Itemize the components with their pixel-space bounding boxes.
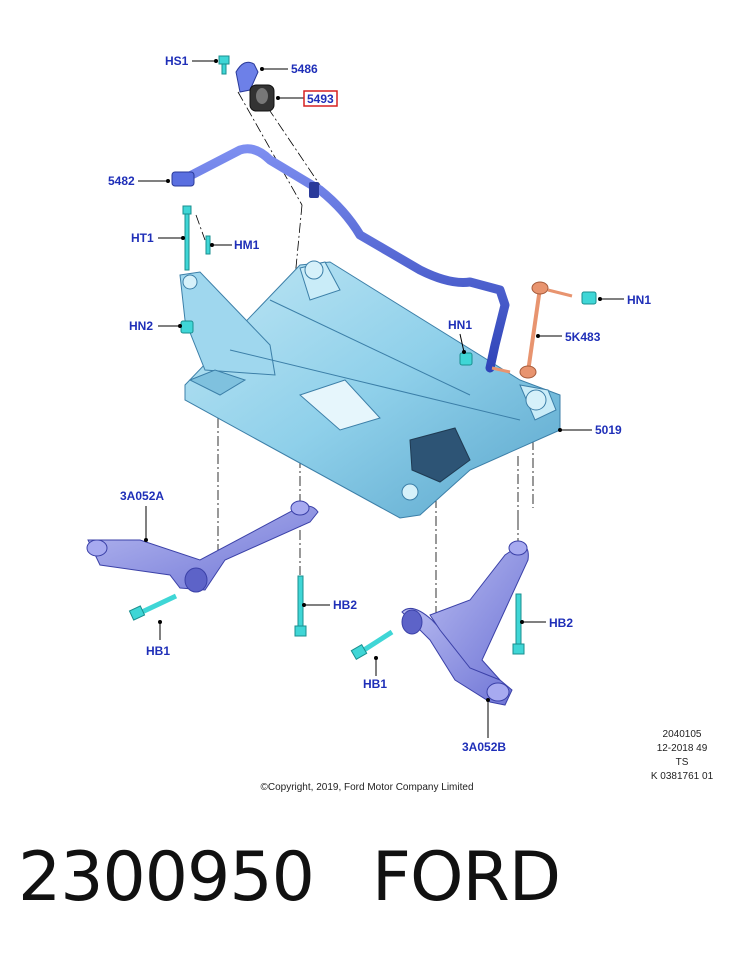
drawing-code: TS xyxy=(675,757,689,768)
stabilizer-bushing-bracket xyxy=(235,61,275,112)
drawing-id: 2040105 xyxy=(662,729,702,740)
nut-hn1-right xyxy=(581,291,597,305)
callout-5k483: 5K483 xyxy=(565,330,601,344)
subframe xyxy=(179,260,561,519)
callout-3a052b: 3A052B xyxy=(462,740,506,754)
drawing-date: 12-2018 49 xyxy=(656,743,708,754)
stabilizer-bar xyxy=(171,144,510,373)
copyright-text: ©Copyright, 2019, Ford Motor Company Lim… xyxy=(260,782,474,793)
bolt-hm1 xyxy=(205,235,211,255)
lower-control-arm-right xyxy=(401,540,529,706)
callout-5019: 5019 xyxy=(595,423,622,437)
nut-hn1-left xyxy=(459,352,473,366)
leader-lines xyxy=(138,59,624,738)
callout-5493: 5493 xyxy=(307,92,334,106)
part-number: 2300950 xyxy=(18,838,315,917)
lower-control-arm-left xyxy=(86,500,319,593)
nut-hn2 xyxy=(180,320,194,334)
footer-caption: 2300950 FORD xyxy=(18,838,561,917)
bolt-hb2-right xyxy=(512,593,525,655)
brand-name: FORD xyxy=(371,838,561,917)
callout-hm1: HM1 xyxy=(234,238,260,252)
bolt-hb1-right xyxy=(350,629,394,661)
drawing-number: K 0381761 01 xyxy=(650,771,714,782)
bolt-hb2-left xyxy=(294,575,307,637)
bolt-hb1-left xyxy=(128,593,178,621)
callout-3a052a: 3A052A xyxy=(120,489,164,503)
drawing-reference-block: 2040105 12-2018 49 TS K 0381761 01 xyxy=(642,728,722,784)
bolt-ht1 xyxy=(182,205,192,271)
callout-hs1: HS1 xyxy=(165,54,189,68)
fasteners xyxy=(128,55,597,661)
callout-5486: 5486 xyxy=(291,62,318,76)
callout-hn1-right: HN1 xyxy=(627,293,651,307)
bolt-hs1 xyxy=(218,55,230,75)
callout-5482: 5482 xyxy=(108,174,135,188)
callout-hb1-left: HB1 xyxy=(146,644,170,658)
highlight-box xyxy=(303,90,338,107)
callout-hn1-left: HN1 xyxy=(448,318,472,332)
exploded-parts-diagram: HS1 5486 5493 5482 HT1 HM1 HN2 HN1 HN1 5… xyxy=(86,54,651,754)
callout-ht1: HT1 xyxy=(131,231,154,245)
callout-hn2: HN2 xyxy=(129,319,153,333)
callouts: HS1 5486 5493 5482 HT1 HM1 HN2 HN1 HN1 5… xyxy=(108,54,651,754)
copyright-notice: ©Copyright, 2019, Ford Motor Company Lim… xyxy=(0,782,734,793)
stabilizer-link xyxy=(491,281,573,379)
callout-hb2-left: HB2 xyxy=(333,598,357,612)
callout-hb2-right: HB2 xyxy=(549,616,573,630)
callout-hb1-right: HB1 xyxy=(363,677,387,691)
